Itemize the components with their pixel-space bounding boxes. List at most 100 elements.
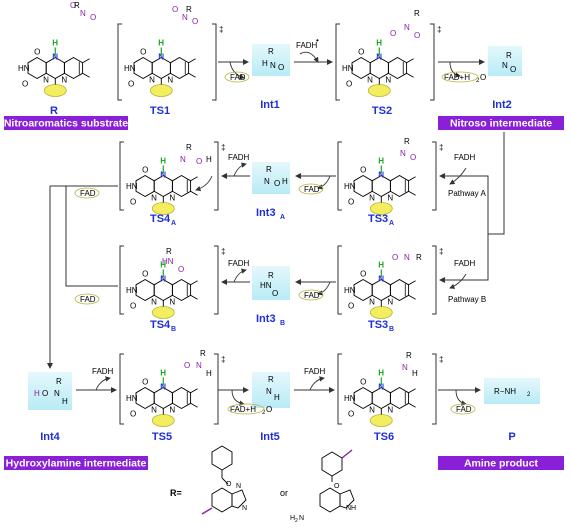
fad-3a: FAD — [304, 185, 320, 194]
label-ts3b-main: TS3 — [368, 319, 388, 331]
fad-3b: FAD — [304, 291, 320, 300]
banner-nitroaromatics-text: Nitroaromatics substrate — [4, 118, 128, 130]
flavin-o-top: O — [142, 378, 148, 387]
flavin-n5: N — [160, 171, 166, 180]
fad-h2o-1-a: FAD+H — [444, 73, 470, 82]
label-int4: Int4 — [40, 431, 60, 443]
p-text: R−NH — [494, 387, 516, 396]
label-r: R — [50, 105, 58, 117]
int4-r: R — [56, 377, 62, 386]
label-int5: Int5 — [260, 431, 280, 443]
flavin-o-top: O — [358, 48, 364, 57]
flavin-n-bottom-left: N — [151, 298, 157, 307]
label-int1: Int1 — [260, 99, 280, 111]
fadh-5: FADH — [92, 367, 114, 376]
int1-structure: R H N O — [262, 47, 284, 72]
fadh-3a: FADH — [454, 153, 476, 162]
int3b-box — [252, 266, 290, 300]
flavin-o-bottom: O — [130, 198, 136, 207]
flavin-n-bottom: N — [167, 76, 173, 85]
pathway-a: Pathway A — [448, 189, 486, 198]
flavin-o-bottom: O — [348, 410, 354, 419]
flavin-n5: N — [378, 383, 384, 392]
label-ts3b: TS3 B — [368, 319, 394, 333]
flavin-n-bottom-left: N — [369, 194, 375, 203]
flavin-o-bottom: O — [348, 198, 354, 207]
sub-o-ts3a: O — [410, 153, 416, 162]
sub-o-ts5: O — [184, 361, 190, 370]
sub2-h2n-2: 2 — [295, 518, 298, 524]
flavin-n-bottom-left: N — [43, 76, 49, 85]
int3b-hn: HN — [260, 281, 272, 290]
label-ts1: TS1 — [150, 105, 170, 117]
flavin-n-bottom-left: N — [149, 76, 155, 85]
label-int3a: Int3 A — [256, 207, 285, 221]
banner-hydroxylamine: Hydroxylamine intermediate — [4, 456, 148, 470]
flavin-o-bottom: O — [130, 410, 136, 419]
banner-nitroso-text: Nitroso intermediate — [450, 118, 552, 130]
sub-o-ts4a: O — [196, 157, 202, 166]
label-ts3a-main: TS3 — [368, 213, 388, 225]
int5-h: H — [274, 393, 280, 402]
int3a-h: H — [282, 177, 288, 186]
label-ts6: TS6 — [374, 431, 394, 443]
sub1-o: O — [226, 481, 232, 488]
flavin-n-bottom: N — [61, 76, 67, 85]
p-sub: 2 — [527, 392, 531, 398]
int3a-r: R — [266, 165, 272, 174]
sub-o2-ts2: O — [414, 31, 420, 40]
int2-n: N — [502, 61, 508, 70]
flavin-hn: HN — [126, 286, 138, 295]
flavin-n5: N — [378, 275, 384, 284]
flavin-o-bottom: O — [128, 80, 134, 89]
fadh-1: FADH — [296, 41, 318, 50]
flavin-o-top: O — [140, 48, 146, 57]
sub-n: N — [182, 13, 188, 22]
fad-7: FAD — [456, 405, 472, 414]
int4-o: O — [42, 389, 48, 398]
sub-n-ts2: N — [404, 23, 410, 32]
sub1-n2: N — [242, 505, 247, 512]
int3a-structure: R N O H — [264, 165, 288, 188]
sub2-h2n: H 2 N — [290, 515, 304, 524]
flavin-n-bottom-left: N — [367, 76, 373, 85]
substituent-2 — [319, 449, 355, 513]
dagger-ts5: ‡ — [221, 355, 225, 364]
dagger-ts4b: ‡ — [221, 247, 225, 256]
flavin-n-bottom: N — [169, 298, 175, 307]
flavin-h5: H — [160, 369, 166, 378]
fad-h2o-1: FAD+H 2 O — [444, 73, 486, 84]
sub1-n1: N — [236, 483, 241, 490]
int5-box — [252, 372, 290, 408]
sub-o-ts2: O — [390, 29, 396, 38]
or-text: or — [280, 488, 288, 498]
sub-r-ts3b: R — [416, 253, 422, 262]
sub-o2: O — [90, 13, 96, 22]
sub-r-ts4b: R — [166, 247, 172, 256]
sub-n-ts3b: N — [404, 253, 410, 262]
flavin-n-bottom-left: N — [151, 194, 157, 203]
flavin-o-top: O — [360, 166, 366, 175]
sub2-h2n-b: N — [299, 515, 304, 522]
flow-arrows — [47, 59, 505, 393]
sub-n-ts6: N — [402, 363, 408, 372]
label-int3b-main: Int3 — [256, 313, 276, 325]
flavin-hn: HN — [344, 394, 356, 403]
int2-o: O — [510, 65, 516, 74]
label-int3a-main: Int3 — [256, 207, 276, 219]
label-int3b-sub: B — [280, 320, 285, 327]
fadh-4a: FADH — [228, 153, 250, 162]
int1-n: N — [270, 61, 276, 70]
label-int2: Int2 — [492, 99, 512, 111]
fad-ellipses — [74, 71, 479, 415]
fad-4b: FAD — [80, 295, 96, 304]
